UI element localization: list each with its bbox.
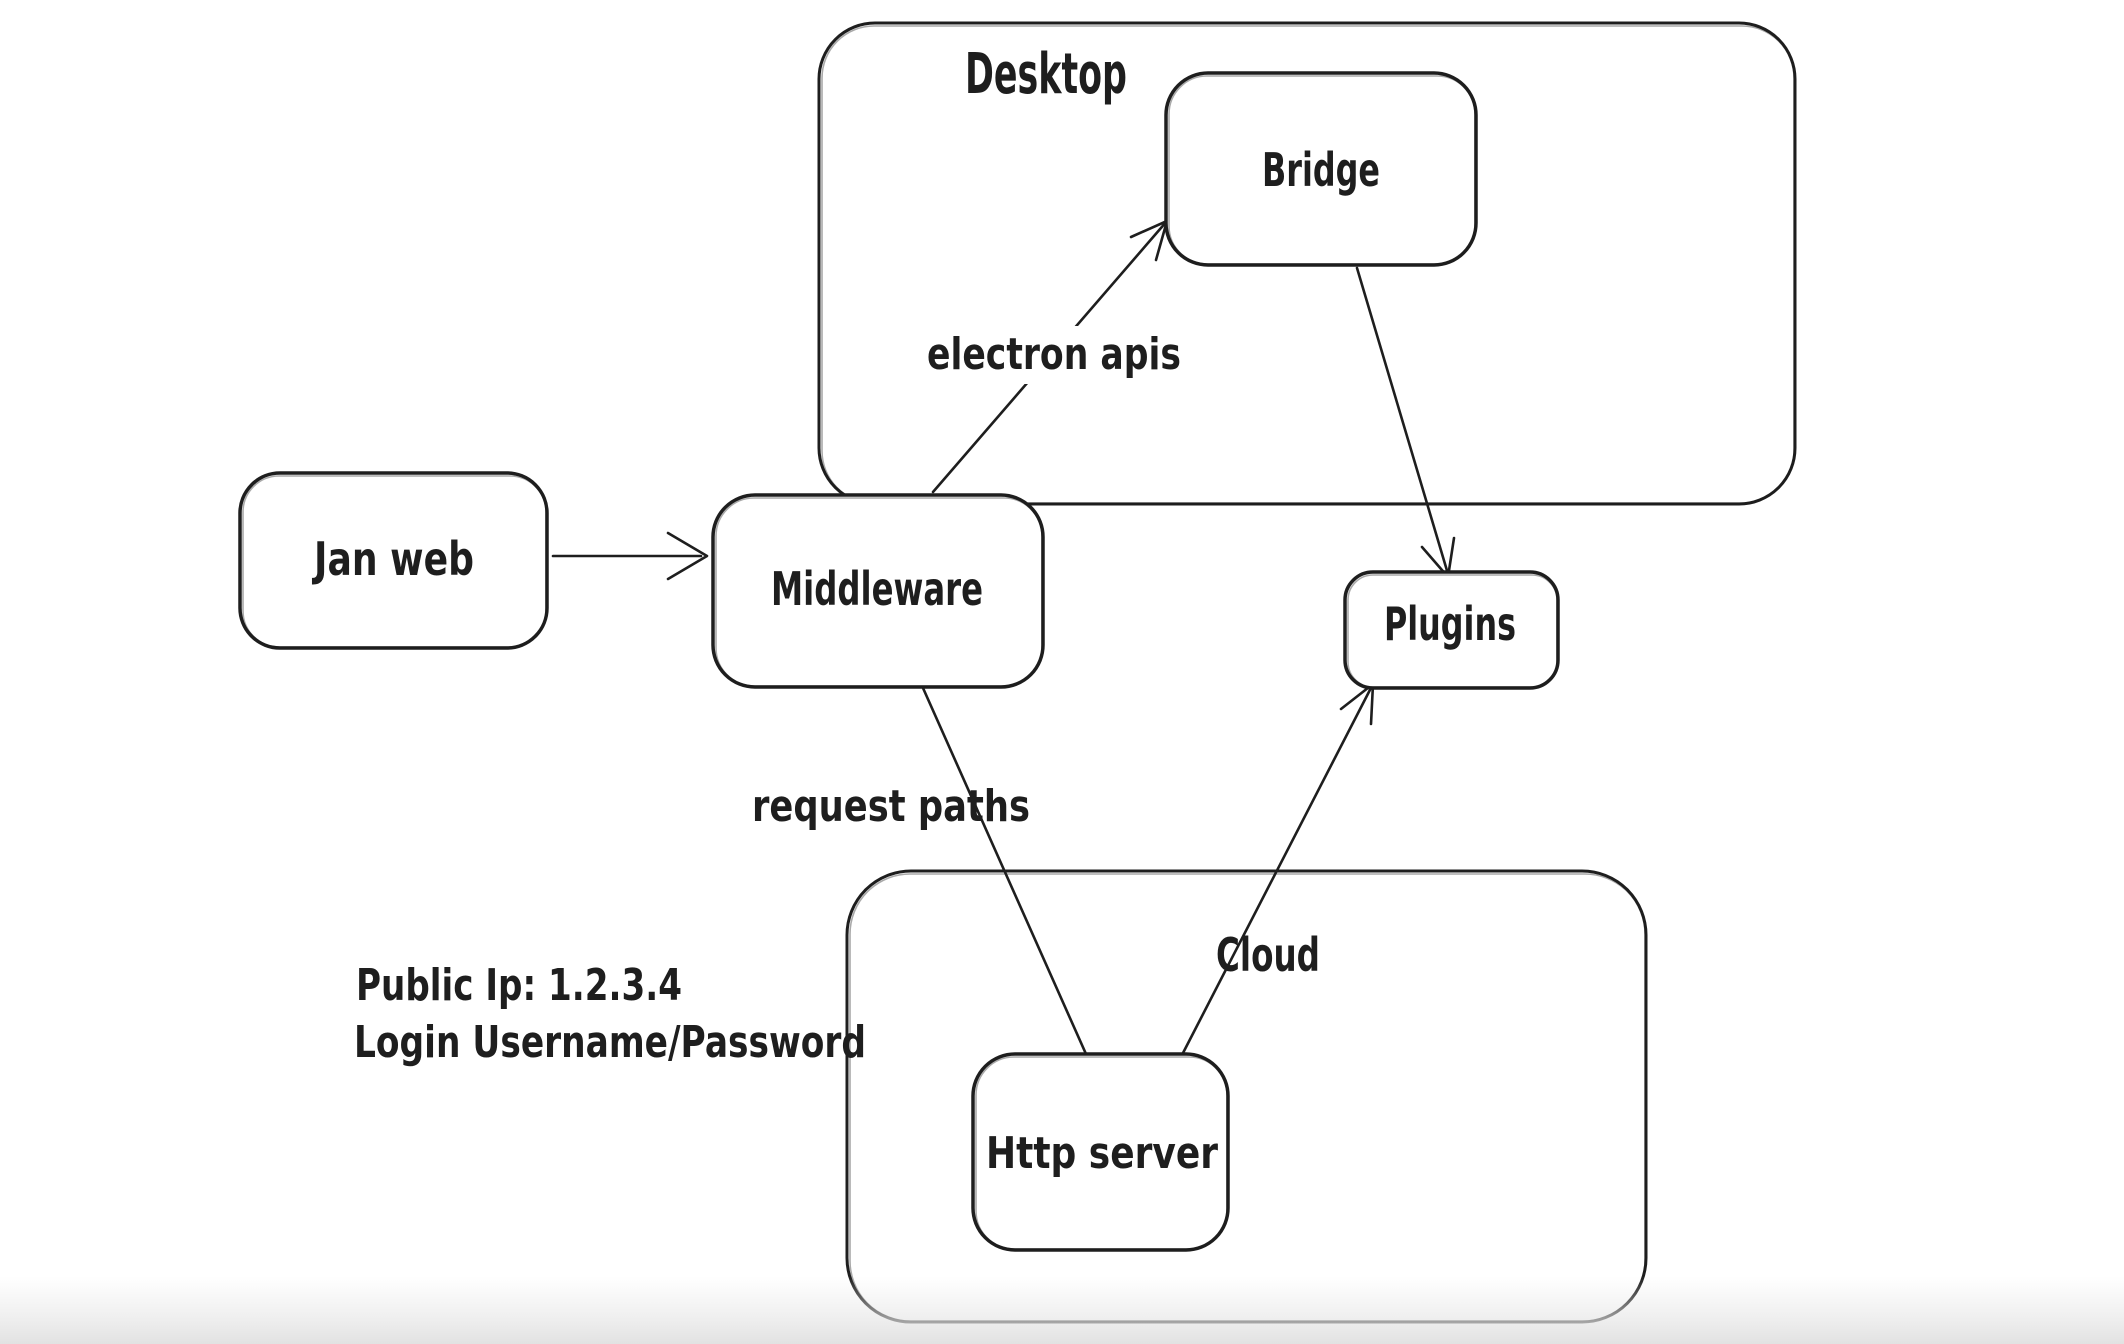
container-cloud[interactable]: Cloud	[845, 869, 1648, 1324]
sketch-stroke	[975, 1056, 1228, 1250]
container-desktop[interactable]: Desktop	[817, 21, 1797, 506]
login-credentials-text[interactable]: Login Username/Password	[354, 1017, 866, 1068]
edge-bridge-plugins[interactable]	[1355, 266, 1456, 579]
arrowhead	[1339, 682, 1375, 726]
edge-janweb-middleware[interactable]	[551, 531, 709, 581]
edge-line	[1181, 682, 1375, 1055]
edge-line	[1355, 266, 1450, 576]
desktop-box[interactable]	[817, 21, 1797, 506]
edge-label-request-paths[interactable]: request paths	[752, 781, 1030, 832]
sketch-stroke	[715, 497, 1043, 687]
node-jan-web[interactable]: Jan web	[238, 471, 549, 650]
middleware-label[interactable]: Middleware	[771, 562, 983, 616]
plugins-box[interactable]	[1343, 570, 1560, 690]
middleware-box[interactable]	[711, 493, 1045, 689]
sketch-stroke	[1168, 75, 1476, 265]
edge-middleware-httpserver[interactable]	[921, 686, 1088, 1056]
node-plugins[interactable]: Plugins	[1343, 570, 1560, 690]
annotation-credentials[interactable]: Public Ip: 1.2.3.4 Login Username/Passwo…	[354, 960, 866, 1068]
node-bridge[interactable]: Bridge	[1164, 71, 1478, 267]
label-background	[920, 326, 1192, 384]
edge-httpserver-plugins[interactable]	[1181, 682, 1375, 1055]
http-server-label[interactable]: Http server	[986, 1128, 1218, 1179]
node-middleware[interactable]: Middleware	[711, 493, 1045, 689]
edge-line	[921, 686, 1088, 1056]
bridge-box[interactable]	[1164, 71, 1478, 267]
sketch-stroke	[242, 475, 547, 648]
jan-web-label[interactable]: Jan web	[312, 532, 474, 586]
bridge-label[interactable]: Bridge	[1262, 143, 1380, 197]
arrowhead	[666, 531, 709, 581]
plugins-label[interactable]: Plugins	[1384, 597, 1516, 651]
edge-label-electron-apis-group[interactable]: electron apis	[920, 326, 1192, 384]
sketch-stroke	[821, 25, 1795, 504]
http-server-box[interactable]	[971, 1052, 1230, 1252]
desktop-label[interactable]: Desktop	[965, 42, 1127, 107]
public-ip-text[interactable]: Public Ip: 1.2.3.4	[356, 960, 682, 1011]
edge-label-electron-apis[interactable]: electron apis	[927, 329, 1181, 380]
bottom-fade	[0, 1276, 2124, 1344]
cloud-label[interactable]: Cloud	[1216, 928, 1320, 982]
jan-web-box[interactable]	[238, 471, 549, 650]
node-http-server[interactable]: Http server	[971, 1052, 1230, 1252]
sketch-stroke	[1347, 574, 1558, 688]
